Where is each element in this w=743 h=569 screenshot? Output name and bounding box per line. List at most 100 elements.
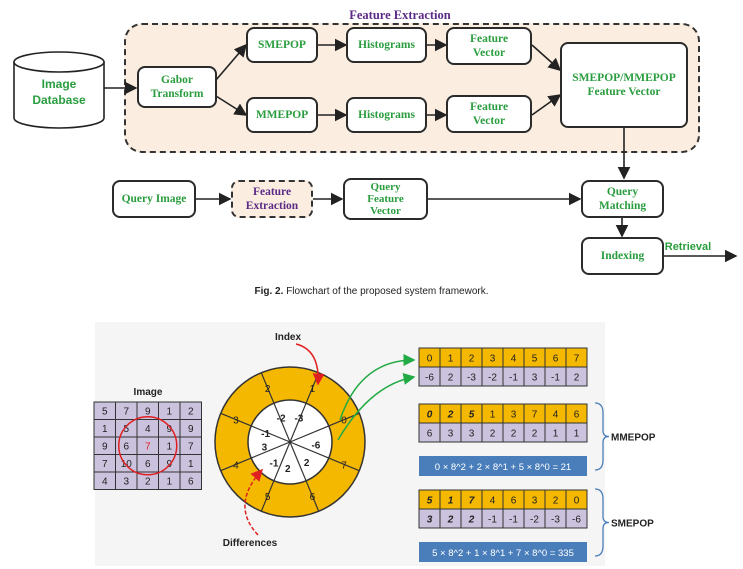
table-cell-value: 1 bbox=[553, 429, 559, 440]
inner-divider bbox=[273, 441, 291, 482]
grid-cell-value: 9 bbox=[102, 442, 108, 453]
grid-cell-value: 5 bbox=[123, 424, 129, 435]
table-cell-value: -2 bbox=[530, 515, 539, 526]
indexing-box: Indexing bbox=[581, 237, 664, 275]
outer-divider bbox=[305, 480, 320, 512]
table-cell-value: 2 bbox=[553, 496, 559, 507]
brace bbox=[594, 488, 610, 557]
grid-cell-value: 7 bbox=[102, 459, 108, 470]
brace bbox=[594, 402, 610, 471]
arrow-gabor-mmepop bbox=[215, 95, 248, 116]
table-cell-value: 3 bbox=[532, 496, 538, 507]
table-cell-value: 0 bbox=[427, 354, 433, 365]
table-cell-value: -1 bbox=[509, 515, 518, 526]
qm-line2: Matching bbox=[598, 200, 647, 212]
table-cell-value: 2 bbox=[448, 373, 454, 384]
index-label: Index bbox=[275, 332, 302, 343]
qm-line1: Query bbox=[606, 185, 639, 198]
outer-index: 2 bbox=[265, 384, 271, 395]
grid-cell-value: 7 bbox=[145, 442, 151, 453]
table-cell-value: 1 bbox=[448, 496, 454, 507]
table-cell-value: 4 bbox=[511, 354, 517, 365]
arrow-gabor-smepop bbox=[215, 43, 248, 81]
inner-diff: -3 bbox=[294, 414, 303, 425]
table-cell-value: 2 bbox=[469, 354, 475, 365]
table-cell-value: 3 bbox=[511, 410, 517, 421]
differences-label: Differences bbox=[223, 538, 278, 549]
grid-cell-value: 1 bbox=[102, 424, 108, 435]
inner-divider bbox=[289, 402, 307, 443]
table-cell-value: 5 bbox=[469, 410, 475, 421]
grid-cell-value: 2 bbox=[145, 477, 151, 488]
combined-feature-vector-box: SMEPOP/MMEPOP Feature Vector bbox=[560, 42, 688, 128]
outer-index: 3 bbox=[233, 416, 239, 427]
gabor-line1: Gabor bbox=[161, 73, 193, 86]
grid-cell-value: 9 bbox=[145, 407, 151, 418]
combined-line1: SMEPOP/MMEPOP bbox=[572, 71, 676, 84]
table-cell-value: 2 bbox=[468, 515, 475, 526]
green-arrow-diff bbox=[337, 372, 416, 441]
qfv-line1: Query bbox=[370, 180, 401, 193]
table-cell-value: 3 bbox=[427, 515, 433, 526]
inner-diff: -1 bbox=[270, 458, 279, 469]
fe-small-line1: Feature bbox=[252, 185, 292, 198]
outer-index: 1 bbox=[310, 384, 316, 395]
grid-cell-value: 4 bbox=[145, 424, 151, 435]
table-cell-value: 1 bbox=[574, 429, 580, 440]
inner-divider bbox=[289, 441, 330, 459]
inner-divider bbox=[289, 425, 330, 443]
formula-text: 5 × 8^2 + 1 × 8^1 + 7 × 8^0 = 335 bbox=[432, 548, 574, 559]
table-cell-value: 3 bbox=[469, 429, 475, 440]
outer-index: 0 bbox=[341, 416, 347, 427]
table-cell-value: -3 bbox=[551, 515, 560, 526]
caption-text: Flowchart of the proposed system framewo… bbox=[286, 286, 489, 297]
table-cell-value: 2 bbox=[447, 515, 454, 526]
table-cell-value: 6 bbox=[427, 429, 433, 440]
fv1-line1: Feature bbox=[469, 32, 509, 45]
table-cell-value: 1 bbox=[490, 410, 496, 421]
neighborhood-circle bbox=[118, 416, 178, 476]
green-arrow-index bbox=[339, 354, 416, 421]
table-cell-value: -6 bbox=[572, 515, 581, 526]
fv2-line2: Vector bbox=[472, 115, 506, 127]
grid-cell-value: 9 bbox=[188, 424, 194, 435]
table-cell-value: -6 bbox=[425, 373, 434, 384]
image-database-line1: Image bbox=[42, 77, 77, 91]
table-cell-value: 6 bbox=[511, 496, 517, 507]
grid-cell-value: 5 bbox=[102, 407, 108, 418]
histograms-box-1: Histograms bbox=[346, 27, 427, 63]
inner-divider bbox=[289, 441, 307, 482]
table-cell-value: -1 bbox=[509, 373, 518, 384]
table-cell-value: 7 bbox=[469, 496, 475, 507]
grid-cell-value: 4 bbox=[102, 477, 108, 488]
combined-line2: Feature Vector bbox=[587, 86, 661, 98]
table-cell-value: 7 bbox=[574, 354, 580, 365]
image-database-line2: Database bbox=[32, 93, 86, 107]
inner-diff: -2 bbox=[277, 414, 286, 425]
table-cell-value: -3 bbox=[467, 373, 476, 384]
grid-cell-value: 1 bbox=[166, 407, 172, 418]
table-cell-value: 3 bbox=[448, 429, 454, 440]
outer-index: 4 bbox=[233, 460, 239, 471]
flowchart-connectors: Image Database Retrieval bbox=[13, 38, 738, 263]
index-arrow bbox=[295, 343, 325, 386]
table-cell-value: -1 bbox=[488, 515, 497, 526]
pattern-label: SMEPOP bbox=[611, 519, 654, 530]
inner-divider bbox=[273, 402, 291, 443]
grid-cell-value: 6 bbox=[145, 459, 151, 470]
differences-arrow bbox=[244, 468, 264, 536]
formula-box bbox=[419, 456, 587, 476]
table-cell-value: 2 bbox=[490, 429, 496, 440]
grid-cell-value: 9 bbox=[166, 424, 172, 435]
pattern-label: MMEPOP bbox=[611, 433, 656, 444]
outer-divider bbox=[220, 457, 252, 472]
table-cell-value: 6 bbox=[553, 354, 559, 365]
table-cell-value: 3 bbox=[490, 354, 496, 365]
outer-divider bbox=[328, 457, 360, 472]
arrow-fv1-combined bbox=[531, 44, 562, 72]
outer-divider bbox=[260, 480, 275, 512]
